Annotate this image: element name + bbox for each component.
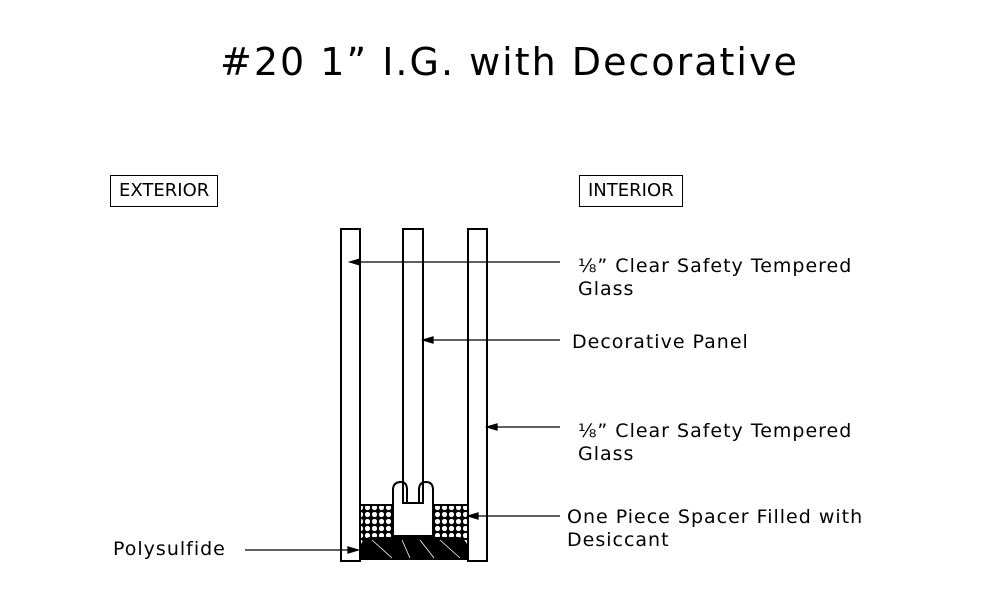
drawing-title: #20 1” I.G. with Decorative bbox=[220, 40, 799, 84]
spacer bbox=[359, 504, 469, 551]
exterior-label: EXTERIOR bbox=[110, 175, 219, 207]
decorative-panel bbox=[402, 228, 424, 504]
outer-glass-pane bbox=[340, 228, 361, 562]
inner-glass-pane bbox=[467, 228, 488, 562]
callout-polysulfide: Polysulfide bbox=[113, 538, 226, 560]
polysulfide-sealant bbox=[360, 535, 468, 560]
interior-label: INTERIOR bbox=[579, 175, 683, 207]
panel-channel bbox=[392, 480, 434, 535]
callout-decorative-panel: Decorative Panel bbox=[572, 331, 749, 353]
